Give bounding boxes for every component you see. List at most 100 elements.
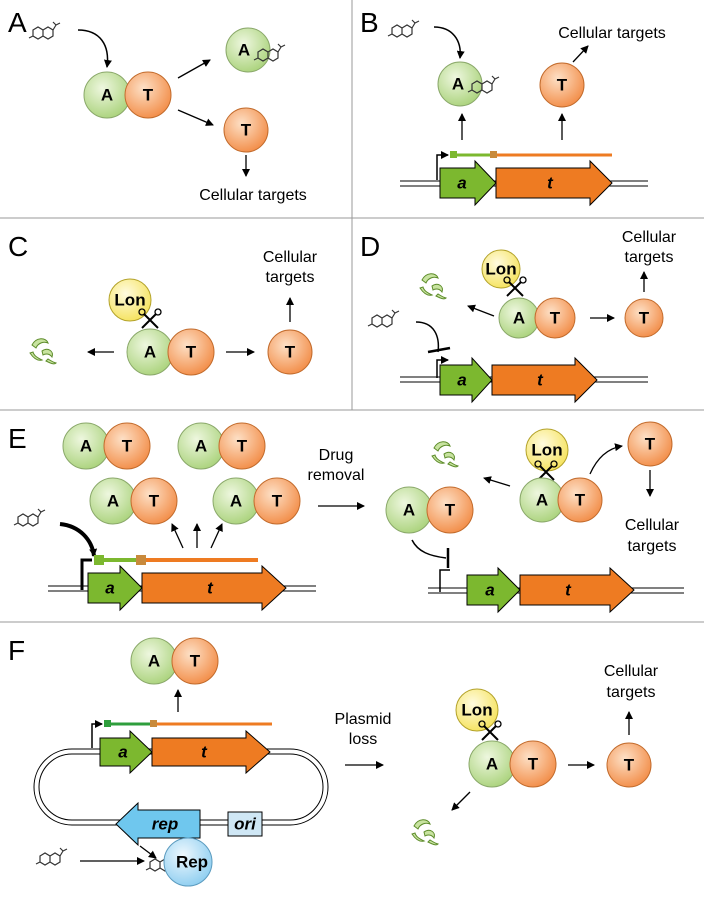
gene-a-arrow: [439, 356, 493, 404]
panel-d: D Lon A T T Cellular targets a t: [360, 229, 677, 404]
gene-t-label: t: [565, 581, 572, 600]
removal-label: removal: [308, 467, 365, 484]
toxin-protein: [130, 477, 178, 525]
panel-label-f: F: [8, 635, 25, 666]
degraded-antitoxin-fragments: [431, 441, 459, 468]
gene-a-label: a: [457, 371, 466, 390]
antitoxin-label: A: [148, 652, 160, 671]
lon-label: Lon: [485, 260, 516, 279]
drug-molecule-icon: [35, 847, 68, 866]
antitoxin-label: A: [486, 755, 498, 774]
cellular-label: Cellular: [263, 249, 318, 266]
toxin-label: T: [550, 309, 561, 328]
antitoxin-protein-bound: [225, 27, 271, 73]
gene-t-label: t: [201, 743, 208, 762]
degraded-antitoxin-fragments: [29, 338, 57, 365]
drug-molecule-icon: [367, 309, 400, 328]
targets-label: targets: [625, 249, 674, 266]
loss-label: loss: [349, 731, 377, 748]
rep-label: Rep: [176, 853, 208, 872]
gene-a-arrow: [466, 566, 521, 614]
gene-t-label: t: [537, 371, 544, 390]
cellular-targets-label: Cellular targets: [558, 25, 666, 42]
toxin-protein: [557, 477, 603, 523]
toxin-protein-free: [627, 421, 673, 467]
toxin-label: T: [645, 435, 656, 454]
lon-label: Lon: [114, 291, 145, 310]
gene-a-label: a: [457, 174, 466, 193]
gene-t-arrow: [519, 566, 635, 614]
panel-label-b: B: [360, 7, 379, 38]
toxin-label: T: [190, 652, 201, 671]
toxin-protein-free: [223, 107, 269, 153]
toxin-protein-free: [606, 742, 652, 788]
toxin-label: T: [186, 343, 197, 362]
gene-t-arrow: [495, 159, 613, 207]
plasmid-label: Plasmid: [335, 711, 392, 728]
toxin-protein: [539, 62, 585, 108]
drug-molecule-icon: [13, 508, 46, 527]
gene-t-label: t: [207, 579, 214, 598]
toxin-label: T: [575, 491, 586, 510]
toxin-label: T: [149, 492, 160, 511]
toxin-protein: [218, 422, 266, 470]
gene-a-label: a: [105, 579, 114, 598]
antitoxin-label: A: [101, 86, 113, 105]
gene-a-arrow: [87, 564, 143, 612]
ori-label: ori: [234, 815, 257, 834]
toxin-protein: [253, 477, 301, 525]
toxin-label: T: [639, 309, 650, 328]
toxin-label: T: [241, 121, 252, 140]
toxin-label: T: [143, 86, 154, 105]
toxin-label: T: [557, 76, 568, 95]
panel-label-c: C: [8, 231, 28, 262]
panel-label-a: A: [8, 7, 27, 38]
plasmid-backbone: [33, 748, 329, 826]
gene-rep-label: rep: [152, 815, 178, 834]
drug-label: Drug: [319, 447, 354, 464]
degraded-antitoxin-fragments: [419, 273, 447, 300]
ori-box: [227, 811, 263, 837]
lon-label: Lon: [531, 441, 562, 460]
gene-a-arrow: [99, 729, 153, 775]
antitoxin-label: A: [536, 491, 548, 510]
cellular-targets-label: Cellular targets: [199, 187, 307, 204]
lon-protease: [455, 688, 499, 732]
antitoxin-label: A: [195, 437, 207, 456]
toxin-protein: [103, 422, 151, 470]
targets-label: targets: [266, 269, 315, 286]
antitoxin-label: A: [452, 75, 464, 94]
gene-a-label: a: [118, 743, 127, 762]
toxin-label: T: [445, 501, 456, 520]
antitoxin-label: A: [107, 492, 119, 511]
gene-t-arrow: [491, 356, 598, 404]
drug-molecule-icon: [28, 21, 61, 40]
panel-e: E A T A T A T A T a t Dr: [8, 421, 684, 614]
antitoxin-label: A: [80, 437, 92, 456]
cellular-label: Cellular: [625, 517, 680, 534]
panel-label-d: D: [360, 231, 380, 262]
toxin-protein-free: [267, 329, 313, 375]
gene-t-arrow: [141, 564, 287, 612]
antitoxin-label: A: [144, 343, 156, 362]
rep-protein: [163, 837, 213, 887]
lon-protease: [481, 249, 521, 289]
panel-label-e: E: [8, 423, 27, 454]
toxin-protein: [124, 71, 172, 119]
cellular-label: Cellular: [604, 663, 659, 680]
antitoxin-label: A: [403, 501, 415, 520]
toxin-label: T: [122, 437, 133, 456]
gene-a-arrow: [439, 159, 497, 207]
gene-a-label: a: [485, 581, 494, 600]
toxin-label: T: [272, 492, 283, 511]
antitoxin-label: A: [238, 41, 250, 60]
antitoxin-label: A: [230, 492, 242, 511]
toxin-label: T: [237, 437, 248, 456]
toxin-protein: [426, 486, 474, 534]
toxin-label: T: [285, 343, 296, 362]
lon-label: Lon: [461, 701, 492, 720]
degraded-antitoxin-fragments: [411, 819, 439, 846]
panel-a: A A T A T Cellular targets: [8, 7, 307, 204]
toxin-protein: [167, 328, 215, 376]
